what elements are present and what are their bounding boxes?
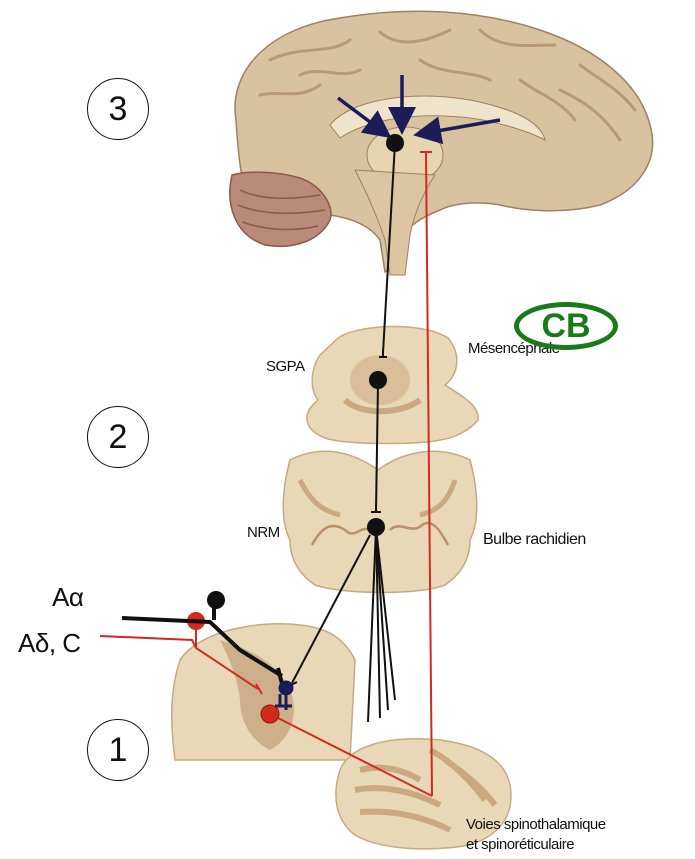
a-alpha-label: Aα [52,582,83,613]
cb-logo-text: CB [541,307,590,346]
sgpa-label: SGPA [266,358,305,375]
midbrain-section [307,326,478,443]
nrm-label: NRM [247,524,280,541]
stage-2-marker: 2 [87,406,149,468]
stage-3-number: 3 [109,90,128,129]
stage-3-marker: 3 [87,78,149,140]
a-delta-c-label: Aδ, C [18,628,81,659]
stage-2-number: 2 [109,418,128,457]
cb-logo: CB [514,302,618,350]
spinal-cord-section [172,624,511,849]
stage-1-marker: 1 [87,719,149,781]
voies-label-line2: et spinoréticulaire [466,836,574,853]
projection-neuron [261,705,279,723]
sgpa-neuron [369,371,387,389]
stage-1-number: 1 [109,731,128,770]
thalamic-neuron [386,134,404,152]
bulbe-label: Bulbe rachidien [483,531,586,549]
voies-label-line1: Voies spinothalamique [466,816,606,833]
brain-sagittal-section [230,11,653,275]
a-alpha-ganglion-neuron [207,591,225,609]
nrm-neuron [367,518,385,536]
